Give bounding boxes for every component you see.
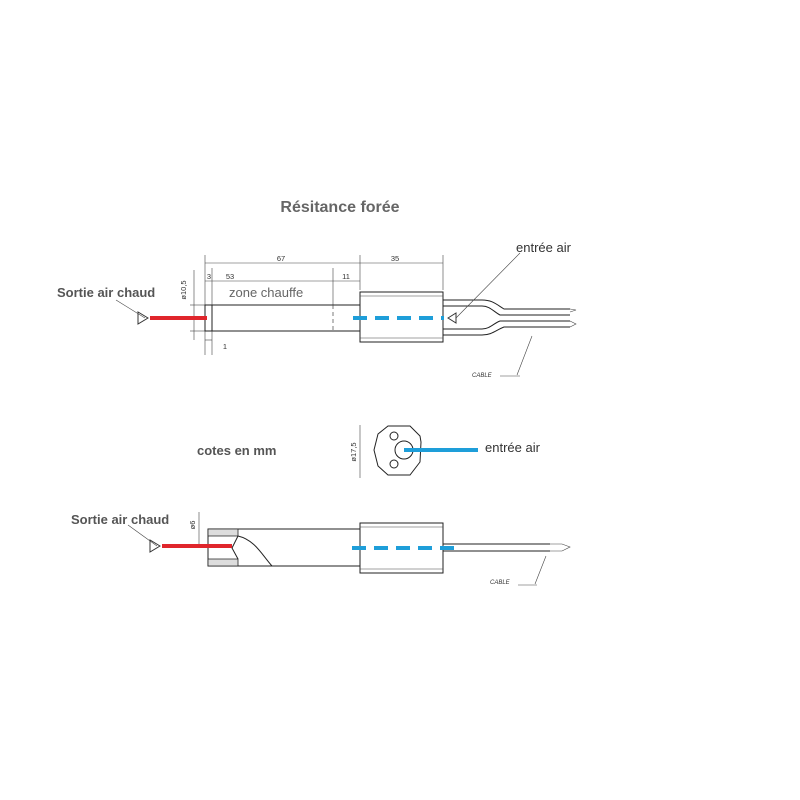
cable-wires — [443, 299, 577, 336]
top-view: 67 35 3 53 11 1 ø10,5 — [57, 240, 577, 379]
bottom-cable-label: CABLE — [490, 580, 511, 586]
zone-label: zone chauffe — [229, 285, 303, 300]
end-inlet-label: entrée air — [485, 440, 541, 455]
outlet-arrow-icon — [137, 311, 149, 325]
dim-left-gap: 3 — [207, 272, 211, 281]
dim-bottom-step: 1 — [223, 342, 227, 351]
units-note: cotes en mm — [197, 443, 276, 458]
dim-total-tube: 67 — [277, 254, 285, 263]
drawing-title: Résitance forée — [280, 199, 399, 216]
end-diameter: ø17,5 — [349, 442, 358, 461]
inlet-arrow-icon — [447, 312, 457, 324]
heating-tube — [204, 304, 361, 332]
dim-right-gap: 11 — [342, 272, 350, 281]
bore-diameter: ø6 — [188, 521, 197, 530]
dim-diameter: ø10,5 — [179, 280, 188, 299]
dim-heat-zone: 53 — [226, 272, 234, 281]
terminal-block — [373, 425, 422, 476]
top-dimensions: 67 35 3 53 11 1 ø10,5 — [179, 254, 444, 355]
bottom-outlet-label: Sortie air chaud — [71, 512, 169, 527]
end-view: cotes en mm ø17,5 entrée air — [197, 425, 541, 478]
top-outlet-label: Sortie air chaud — [57, 285, 155, 300]
top-inlet-label: entrée air — [516, 240, 572, 255]
top-cable-label: CABLE — [472, 373, 493, 379]
dim-sleeve: 35 — [391, 254, 399, 263]
bottom-view: ø6 Sortie air chaud CABLE — [71, 512, 571, 586]
